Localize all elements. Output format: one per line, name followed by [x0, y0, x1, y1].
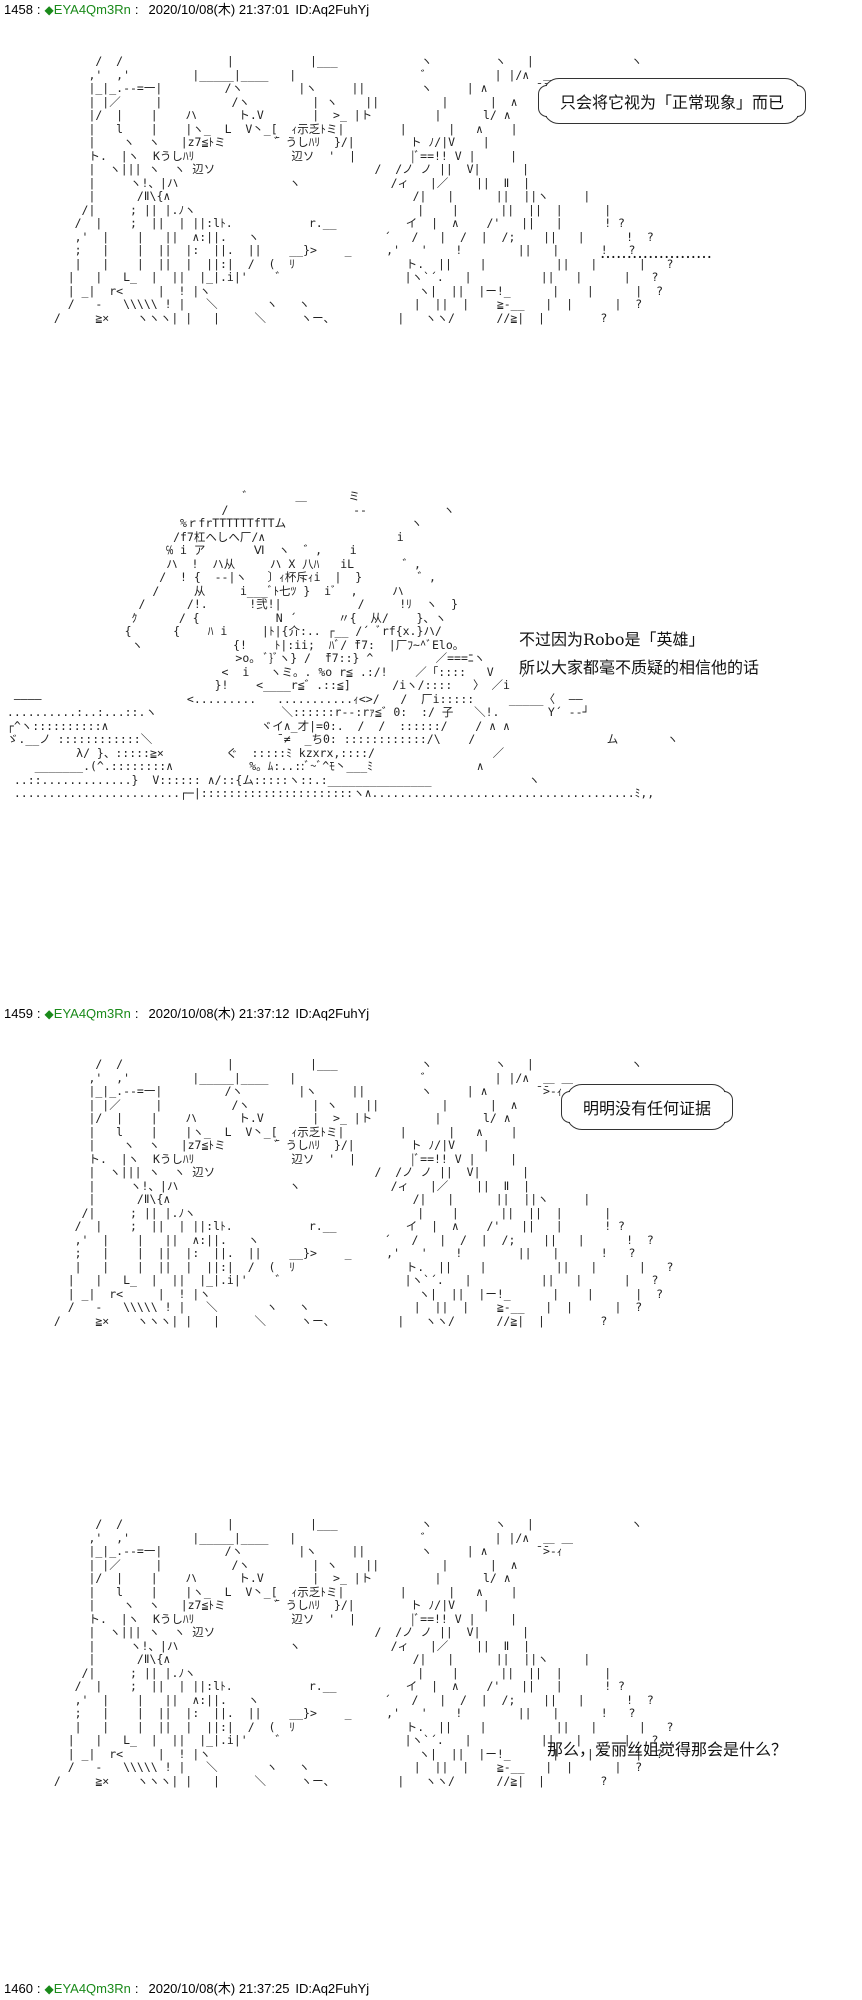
post-date: 2020/10/08(木) 21:37:01	[148, 2, 290, 17]
ellipsis-text: …………………	[600, 243, 712, 262]
ascii-art-figure: / / | |___ ヽ ヽ | ヽ ,' ,' |_____|____ | ゛…	[53, 54, 674, 325]
separator: :	[36, 1006, 41, 1021]
ascii-art-figure: / / | |___ ヽ ヽ | ヽ ,' ,' |_____|____ | ゛…	[53, 1057, 674, 1328]
separator: :	[134, 1981, 139, 1996]
narration-line: 不过因为Robo是「英雄」	[519, 630, 705, 649]
poster-name[interactable]: EYA4Qm3Rn	[53, 2, 131, 17]
post-number[interactable]: 1458	[4, 2, 33, 17]
poster-id[interactable]: ID:Aq2FuhYj	[295, 1006, 370, 1021]
separator: :	[134, 1006, 139, 1021]
post-date: 2020/10/08(木) 21:37:25	[148, 1981, 290, 1996]
poster-id[interactable]: ID:Aq2FuhYj	[295, 2, 370, 17]
trip-diamond-icon: ◆	[44, 1982, 54, 1996]
ascii-art-scene: ゛ ＿ ミ / -- ヽ %ｒfrTTTTTTfTTム ヽ /f7杠ヘしヘ厂/∧…	[6, 489, 679, 800]
speech-bubble: 只会将它视为「正常现象」而已	[537, 78, 807, 124]
post-date: 2020/10/08(木) 21:37:12	[148, 1006, 290, 1021]
ascii-art-figure: / / | |___ ヽ ヽ | ヽ ,' ,' |_____|____ | ゛…	[53, 1517, 674, 1788]
separator: :	[36, 1981, 41, 1996]
poster-name[interactable]: EYA4Qm3Rn	[53, 1981, 131, 1996]
narration-text: 那么，爱丽丝姐觉得那会是什么？	[547, 1740, 788, 1759]
speech-bubble: 明明没有任何证据	[560, 1084, 734, 1130]
narration-line: 所以大家都毫不质疑的相信他的话	[519, 658, 760, 677]
separator: :	[36, 2, 41, 17]
separator: :	[134, 2, 139, 17]
trip-diamond-icon: ◆	[44, 3, 54, 17]
post-number[interactable]: 1460	[4, 1981, 33, 1996]
narration-text: 不过因为Robo是「英雄」 所以大家都毫不质疑的相信他的话	[519, 626, 759, 682]
post-number[interactable]: 1459	[4, 1006, 33, 1021]
poster-id[interactable]: ID:Aq2FuhYj	[295, 1981, 370, 1996]
trip-diamond-icon: ◆	[44, 1007, 54, 1021]
poster-name[interactable]: EYA4Qm3Rn	[53, 1006, 131, 1021]
